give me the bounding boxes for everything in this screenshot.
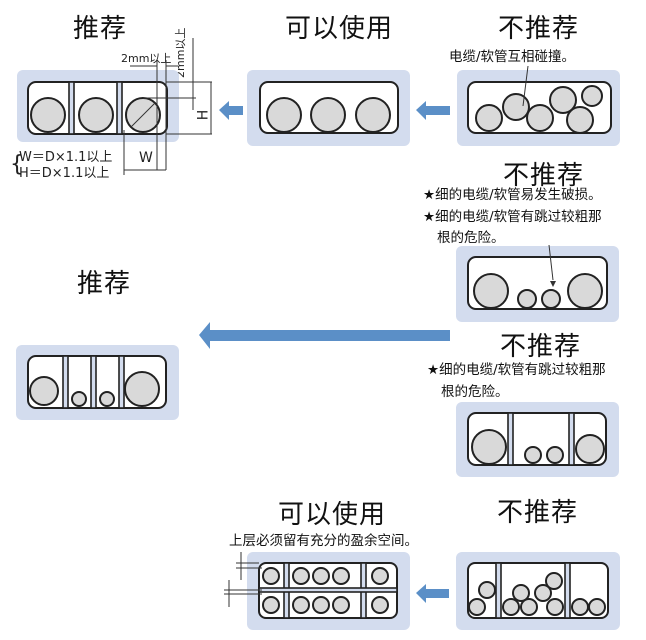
panel8-separator <box>564 562 571 619</box>
panel3-cable <box>549 86 577 114</box>
panel4-title: 不推荐 <box>503 161 585 191</box>
panel1-cable <box>30 97 66 133</box>
panel6-separator <box>568 412 575 466</box>
panel5-cable <box>71 391 87 407</box>
panel6-cable <box>524 446 542 464</box>
panel8-cable <box>512 584 530 602</box>
panel5-title: 推荐 <box>77 269 132 299</box>
arrow-left-icon <box>219 101 243 120</box>
width-label: W <box>139 150 153 166</box>
panel7-cable <box>262 596 280 614</box>
panel5-recommended <box>16 345 179 420</box>
formula-height: H＝D×1.1以上 <box>19 166 110 181</box>
panel7-cable <box>292 567 310 585</box>
arrow-left-icon <box>416 584 449 603</box>
panel4-note-1: ★细的电缆/软管易发生破损。 <box>423 187 602 203</box>
panel8-cable <box>546 598 564 616</box>
panel4-not-recommended <box>456 244 619 322</box>
formula-brace: { <box>10 152 24 177</box>
panel8-cable <box>571 598 589 616</box>
panel7-cable <box>332 567 350 585</box>
panel6-cable <box>546 446 564 464</box>
panel7-cable <box>292 596 310 614</box>
panel8-separator <box>495 562 502 619</box>
panel7-note: 上层必须留有充分的盈余空间。 <box>229 533 418 549</box>
panel8-cable <box>520 598 538 616</box>
panel7-cable <box>262 567 280 585</box>
panel1-recommended <box>17 38 212 175</box>
panel4-note-2: ★细的电缆/软管有跳过较粗那 <box>423 209 602 225</box>
callout-line <box>522 65 529 107</box>
panel6-title: 不推荐 <box>500 332 582 362</box>
panel5-separator <box>118 355 125 409</box>
panel7-cable <box>312 596 330 614</box>
panel3-not-recommended <box>457 65 620 146</box>
panel4-note-3: 根的危险。 <box>437 230 505 246</box>
diameter-line <box>130 102 156 128</box>
panel5-separator <box>62 355 69 409</box>
panel1-separator <box>68 81 75 135</box>
panel8-cable <box>534 584 552 602</box>
panel5-cable <box>99 391 115 407</box>
formula-width: W＝D×1.1以上 <box>19 150 113 165</box>
panel3-cable <box>475 104 503 132</box>
panel8-not-recommended <box>456 552 620 630</box>
gap-horizontal-label: 2mm以上 <box>121 52 172 65</box>
panel2-cable <box>266 97 302 133</box>
panel3-cable <box>526 104 554 132</box>
panel4-cable <box>473 273 509 309</box>
panel3-cable <box>566 106 594 134</box>
panel7-cable <box>371 567 389 585</box>
panel6-note-2: 根的危险。 <box>441 384 509 400</box>
panel7-title: 可以使用 <box>278 500 387 530</box>
panel5-separator <box>90 355 97 409</box>
panel8-cable <box>478 581 496 599</box>
panel3-cable <box>581 85 603 107</box>
panel1-separator <box>116 81 123 135</box>
panel2-cable <box>355 97 391 133</box>
long-arrow-left-icon <box>199 322 450 349</box>
panel7-cable <box>312 567 330 585</box>
panel2-usable <box>247 70 410 146</box>
arrow-left-icon <box>416 101 450 120</box>
panel8-title: 不推荐 <box>497 498 579 528</box>
panel8-cable <box>545 572 563 590</box>
panel5-cable <box>124 371 160 407</box>
panel6-cable <box>471 429 507 465</box>
panel2-cable <box>310 97 346 133</box>
panel6-separator <box>507 412 514 466</box>
panel3-title: 不推荐 <box>498 14 580 44</box>
callout-line <box>548 244 554 281</box>
panel5-cable <box>29 376 59 406</box>
panel6-note-1: ★细的电缆/软管有跳过较粗那 <box>427 362 606 378</box>
panel4-cable <box>517 289 537 309</box>
panel6-not-recommended <box>456 402 619 477</box>
panel6-cable <box>575 434 605 464</box>
panel1-title: 推荐 <box>73 14 128 44</box>
panel8-cable <box>502 598 520 616</box>
panel1-cable <box>78 97 114 133</box>
panel7-shelf <box>258 587 398 593</box>
panel4-cable <box>541 289 561 309</box>
panel8-cable <box>588 598 606 616</box>
callout-arrowhead-icon <box>550 281 556 287</box>
panel3-note: 电缆/软管互相碰撞。 <box>449 49 576 65</box>
panel7-cable <box>332 596 350 614</box>
panel8-cable <box>468 598 486 616</box>
panel4-cable <box>567 273 603 309</box>
panel2-title: 可以使用 <box>285 14 394 44</box>
panel7-usable <box>224 552 410 630</box>
panel7-cable <box>371 596 389 614</box>
panel3-cable <box>502 93 530 121</box>
